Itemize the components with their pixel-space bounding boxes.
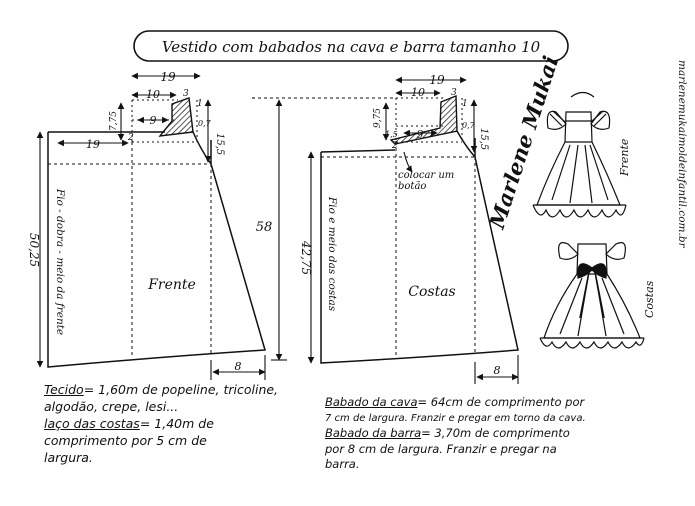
button-note: colocar um botão: [398, 170, 455, 192]
front-labels: 19 10 19 9 7,75 15,5 3 1 0,7 2 50,25 Fio…: [27, 70, 242, 373]
hem-ruffle-label: Babado da barra: [325, 426, 422, 440]
back-small-label-b: 1: [462, 99, 468, 109]
front-small-label-a: 3: [183, 89, 189, 99]
back-armhole-depth-label: 15,5: [478, 128, 489, 150]
ruffle-notes: Babado da cava= 64cm de comprimento por …: [325, 395, 586, 473]
fabric-types-a: algodão: [44, 399, 94, 414]
back-measure-arrows: [307, 76, 519, 384]
back-small-label-e: 1,5: [385, 130, 398, 139]
fabric-notes: Tecido= 1,60m de popeline, tricoline, al…: [44, 381, 278, 466]
front-yoke-height-label: 7,75: [109, 111, 119, 131]
front-fold-note: Fio - dobra - meio da frente: [54, 188, 66, 335]
back-fold-note: Fio e meio das costas: [326, 196, 338, 312]
back-small-label-c: 0,7: [462, 121, 476, 130]
back-body-outline: [320, 138, 519, 364]
armhole-ruffle-amount: = 64cm de comprimento por: [417, 395, 585, 409]
front-internal-guides: [48, 142, 212, 358]
back-labels: 19 10 9 9,75 15,5 3 1 0,7 2 1,5 42,75 Fi…: [299, 73, 501, 377]
front-neck-width-label: 10: [146, 88, 160, 101]
front-small-label-b: 1: [197, 99, 203, 109]
bow-label: laço das costas: [44, 416, 140, 431]
front-height-label: 50,25: [27, 233, 41, 267]
armhole-ruffle-label: Babado da cava: [325, 395, 418, 409]
front-small-label-d: 2: [127, 133, 134, 143]
title-banner: Vestido com babados na cava e barra tama…: [133, 30, 569, 62]
front-piece-label: Frente: [147, 277, 196, 293]
dress-back-illustration: [539, 242, 645, 349]
front-width-top-label: 19: [160, 70, 176, 84]
bow-amount: = 1,40m de: [139, 416, 214, 431]
fabric-line-2: algodão, crepe, lesi...: [44, 398, 278, 415]
title-frame: [133, 30, 569, 62]
front-shoulder-yoke: [158, 97, 194, 137]
hem-ruffle-amount: = 3,70m de comprimento: [421, 426, 570, 440]
back-hem-extension-label: 8: [494, 364, 501, 377]
armhole-ruffle-line-2: 7 cm de largura. Franzir e pregar em tor…: [325, 412, 586, 424]
back-pattern-piece: [320, 94, 519, 364]
illustration-front-label: Frente: [618, 138, 631, 177]
front-yoke-width-label: 9: [150, 114, 157, 127]
fabric-line-1: Tecido= 1,60m de popeline, tricoline,: [44, 381, 278, 398]
dress-front-illustration: [532, 91, 627, 218]
front-armhole-depth-label: 15,5: [214, 133, 225, 155]
back-width-top-label: 19: [429, 73, 445, 87]
hem-ruffle-line-2: por 8 cm de largura. Franzir e pregar na: [325, 441, 557, 456]
button-pointer-arrow: [403, 151, 413, 173]
armhole-ruffle-line-1: Babado da cava= 64cm de comprimento por: [325, 395, 586, 411]
front-hem-extension-label: 8: [235, 360, 242, 373]
center-measure: [252, 97, 396, 361]
back-piece-label: Costas: [408, 284, 455, 300]
back-internal-guides: [321, 142, 476, 357]
illustration-back-label: Costas: [643, 280, 656, 318]
fabric-label: Tecido: [44, 382, 84, 397]
back-armhole-curve: [456, 130, 476, 158]
back-small-label-a: 3: [451, 88, 457, 98]
front-measure-arrows: [36, 72, 266, 380]
front-small-label-c: 0,7: [198, 119, 212, 128]
back-neck-width-label: 10: [411, 86, 425, 99]
bow-line-1: laço das costas= 1,40m de: [44, 415, 278, 432]
back-shoulder-yoke: [389, 94, 458, 145]
bow-line-3: largura.: [44, 450, 93, 465]
back-small-label-d: 2: [391, 141, 398, 151]
front-body-outline: [47, 131, 266, 368]
website-url: marlenemukaimoldeinfantil.com.br: [676, 60, 688, 249]
front-bodice-width-label: 19: [86, 138, 100, 151]
fabric-amount: = 1,60m de popeline, tricoline,: [83, 382, 279, 397]
fabric-types-b: , crepe, lesi...: [93, 399, 179, 414]
back-yoke-width-label: 9: [417, 128, 424, 141]
hem-ruffle-line-1: Babado da barra= 3,70m de comprimento: [325, 426, 586, 442]
title-text: Vestido com babados na cava e barra tama…: [162, 38, 541, 56]
hem-ruffle-line-3: barra.: [325, 457, 360, 471]
front-pattern-piece: [47, 97, 266, 368]
back-yoke-height-label: 9,75: [373, 108, 383, 128]
center-measure-label: 58: [256, 220, 273, 235]
back-height-label: 42,75: [299, 240, 313, 275]
bow-line-2: comprimento por 5 cm de: [44, 433, 207, 448]
